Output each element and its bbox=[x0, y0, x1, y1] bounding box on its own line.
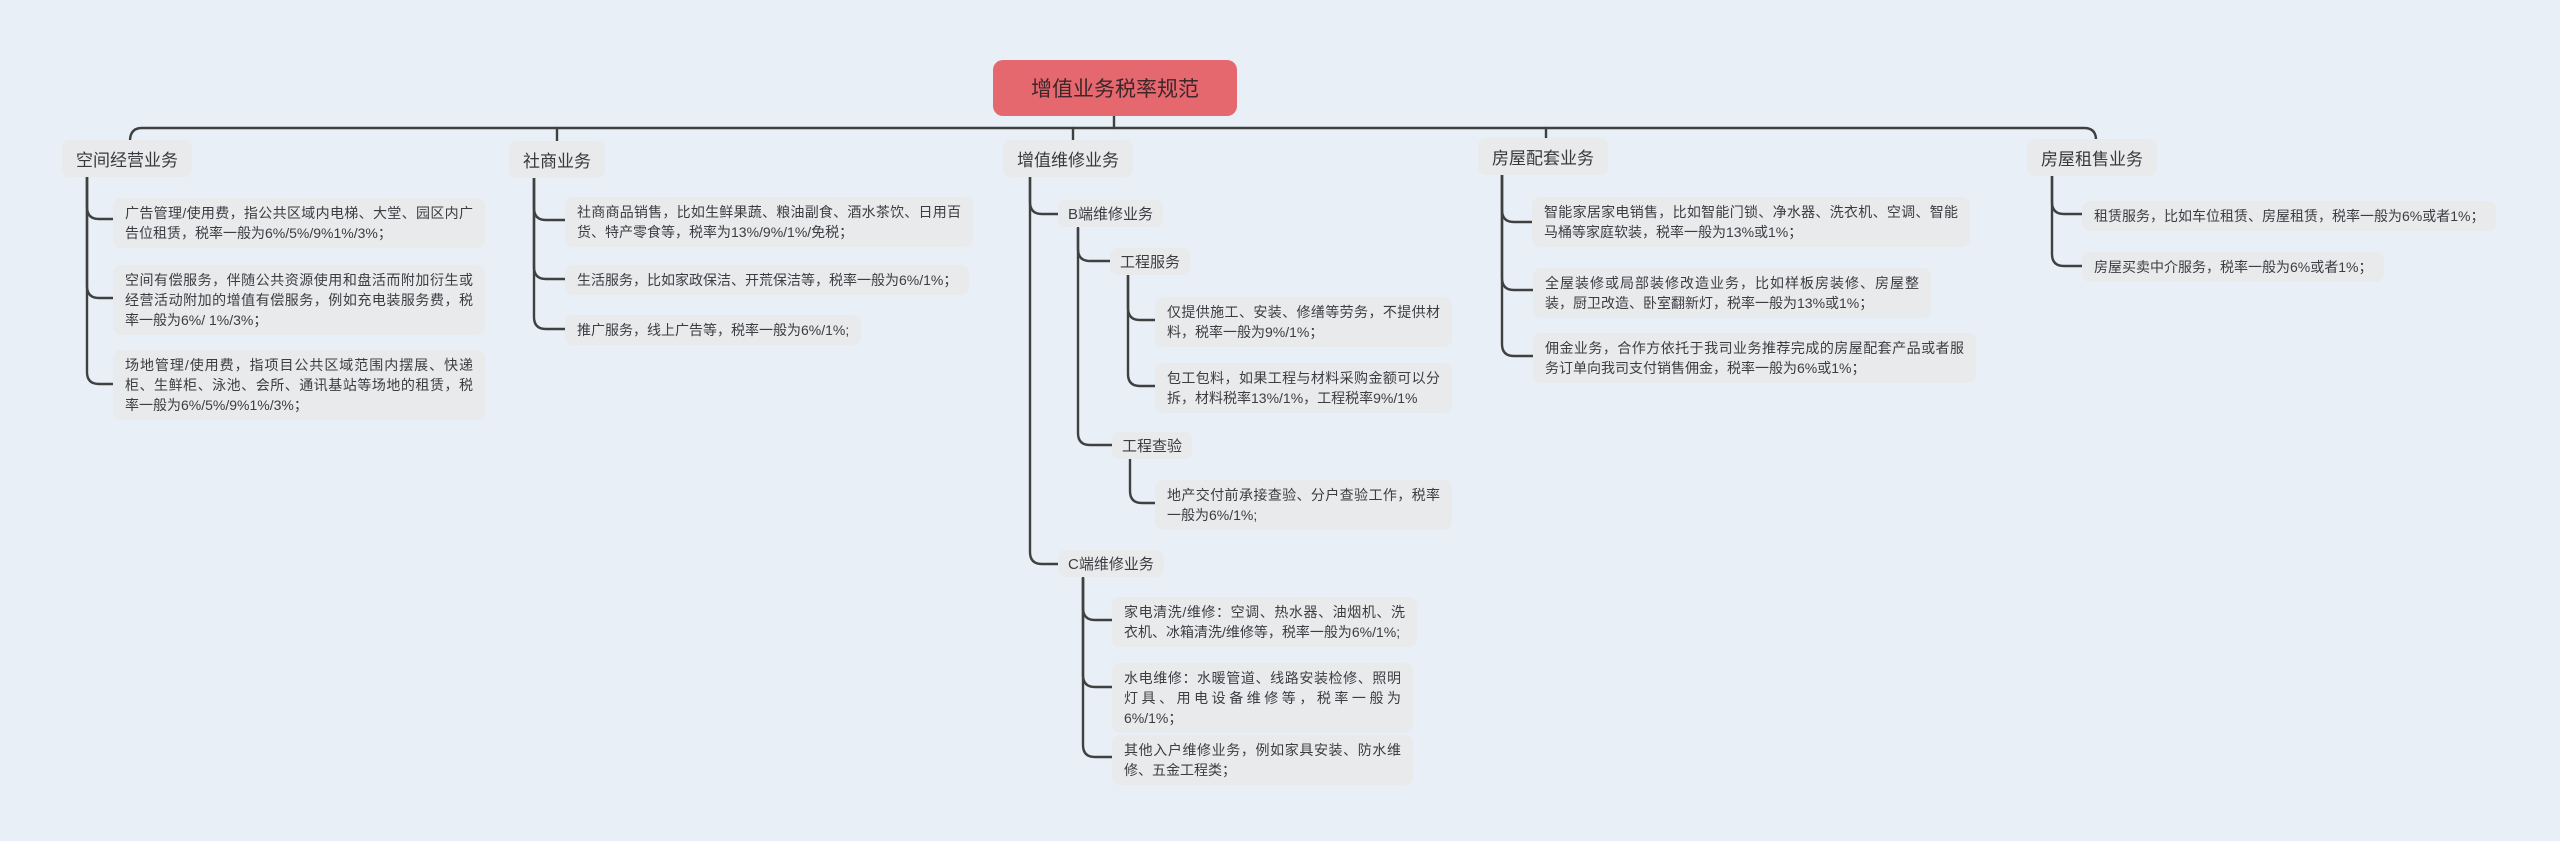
leaf-pre-delivery-inspection[interactable]: 地产交付前承接查验、分户查验工作，税率一般为6%/1%; bbox=[1155, 480, 1452, 530]
connector-b1-c2 bbox=[85, 175, 115, 300]
leaf-smart-home-appliance-sales[interactable]: 智能家居家电销售，比如智能门锁、净水器、洗衣机、空调、智能马桶等家庭软装，税率一… bbox=[1532, 197, 1970, 247]
connector-b2-c1 bbox=[532, 172, 567, 222]
branch-value-added-repair[interactable]: 增值维修业务 bbox=[1003, 140, 1133, 177]
leaf-other-home-repair[interactable]: 其他入户维修业务，例如家具安装、防水维修、五金工程类； bbox=[1112, 735, 1413, 785]
connector-bside-check bbox=[1076, 226, 1114, 447]
connector-bside-eng bbox=[1076, 226, 1112, 263]
branch-space-operations[interactable]: 空间经营业务 bbox=[62, 140, 192, 177]
connector-b2-c3 bbox=[532, 172, 567, 331]
branch-housing-supporting[interactable]: 房屋配套业务 bbox=[1478, 138, 1608, 175]
leaf-goods-sales[interactable]: 社商商品销售，比如生鲜果蔬、粮油副食、酒水茶饮、日用百货、特产零食等，税率为13… bbox=[565, 197, 973, 247]
connector-b2-c2 bbox=[532, 172, 567, 281]
connector-b3-bside bbox=[1028, 175, 1060, 216]
connector-b4-c1 bbox=[1500, 173, 1534, 224]
leaf-commission-business[interactable]: 佣金业务，合作方依托于我司业务推荐完成的房屋配套产品或者服务订单向我司支付销售佣… bbox=[1533, 333, 1976, 383]
leaf-labor-and-materials[interactable]: 包工包料，如果工程与材料采购金额可以分拆，材料税率13%/1%，工程税率9%/1… bbox=[1155, 363, 1452, 413]
branch-housing-rental-sale[interactable]: 房屋租售业务 bbox=[2027, 139, 2157, 176]
connector-b4-c2 bbox=[1500, 173, 1535, 292]
leaf-rental-services[interactable]: 租赁服务，比如车位租赁、房屋租赁，税率一般为6%或者1%； bbox=[2082, 201, 2497, 231]
connector-check-c1 bbox=[1128, 456, 1157, 505]
connector-cside-c3 bbox=[1081, 576, 1114, 759]
connector-b4-c3 bbox=[1500, 173, 1535, 358]
leaf-sale-agency-services[interactable]: 房屋买卖中介服务，税率一般为6%或者1%； bbox=[2082, 252, 2385, 282]
connector-cside-c1 bbox=[1081, 576, 1114, 622]
leaf-ad-management-fee[interactable]: 广告管理/使用费，指公共区域内电梯、大堂、园区内广告位租赁，税率一般为6%/5%… bbox=[113, 198, 485, 248]
subnode-c-side-repair[interactable]: C端维修业务 bbox=[1058, 550, 1164, 577]
connector-eng-c1 bbox=[1126, 273, 1157, 322]
leaf-space-paid-service[interactable]: 空间有偿服务，伴随公共资源使用和盘活而附加衍生或经营活动附加的增值有偿服务，例如… bbox=[113, 265, 485, 335]
leaf-plumbing-electric-repair[interactable]: 水电维修：水暖管道、线路安装检修、照明灯具、用电设备维修等，税率一般为6%/1%… bbox=[1112, 663, 1413, 733]
connector-eng-c2 bbox=[1126, 273, 1157, 388]
connector-b5-c1 bbox=[2050, 174, 2084, 216]
root-node[interactable]: 增值业务税率规范 bbox=[993, 60, 1237, 116]
leaf-appliance-cleaning-repair[interactable]: 家电清洗/维修：空调、热水器、油烟机、洗衣机、冰箱清洗/维修等，税率一般为6%/… bbox=[1112, 597, 1417, 647]
connector-cside-c2 bbox=[1081, 576, 1114, 689]
leaf-site-management-fee[interactable]: 场地管理/使用费，指项目公共区域范围内摆展、快递柜、生鲜柜、泳池、会所、通讯基站… bbox=[113, 350, 485, 420]
subnode-engineering-service[interactable]: 工程服务 bbox=[1110, 248, 1191, 275]
connector-b1-c1 bbox=[85, 175, 115, 221]
leaf-promotion-services[interactable]: 推广服务，线上广告等，税率一般为6%/1%; bbox=[565, 315, 862, 345]
subnode-b-side-repair[interactable]: B端维修业务 bbox=[1058, 200, 1164, 227]
leaf-renovation-business[interactable]: 全屋装修或局部装修改造业务，比如样板房装修、房屋整装，厨卫改造、卧室翻新灯，税率… bbox=[1533, 268, 1931, 318]
subnode-engineering-inspection[interactable]: 工程查验 bbox=[1112, 432, 1193, 459]
leaf-labor-only[interactable]: 仅提供施工、安装、修缮等劳务，不提供材料，税率一般为9%/1%； bbox=[1155, 297, 1452, 347]
leaf-life-services[interactable]: 生活服务，比如家政保洁、开荒保洁等，税率一般为6%/1%； bbox=[565, 265, 970, 295]
connector-top-bus bbox=[128, 126, 2098, 143]
branch-community-commerce[interactable]: 社商业务 bbox=[509, 141, 605, 178]
connector-b1-c3 bbox=[85, 175, 115, 386]
connector-b3-cside bbox=[1028, 175, 1060, 566]
connector-b5-c2 bbox=[2050, 174, 2084, 268]
